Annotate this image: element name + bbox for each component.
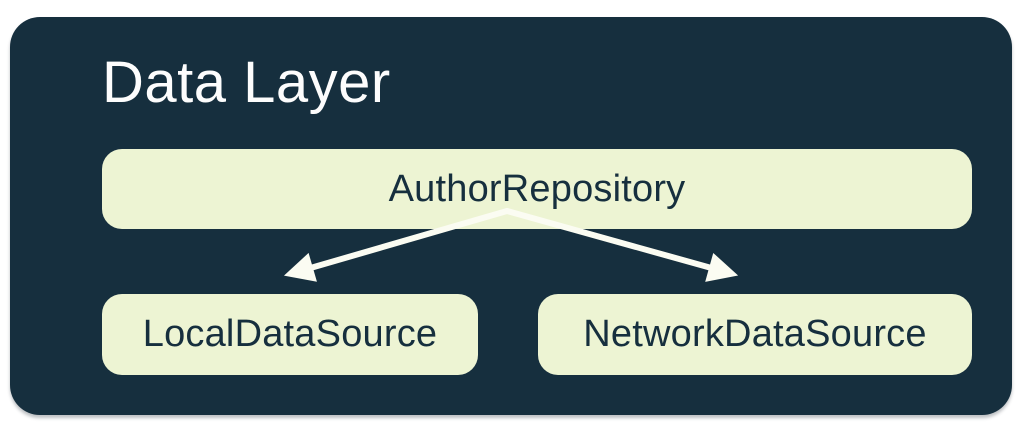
node-local-data-source: LocalDataSource: [102, 294, 478, 375]
node-local-data-source-label: LocalDataSource: [142, 313, 438, 355]
data-layer-panel: Data Layer AuthorRepository LocalDataSou…: [10, 17, 1012, 415]
node-network-data-source-label: NetworkDataSource: [583, 313, 927, 355]
node-network-data-source: NetworkDataSource: [538, 294, 972, 375]
node-author-repository-label: AuthorRepository: [388, 167, 686, 210]
node-author-repository: AuthorRepository: [102, 149, 972, 229]
panel-title: Data Layer: [102, 50, 391, 115]
